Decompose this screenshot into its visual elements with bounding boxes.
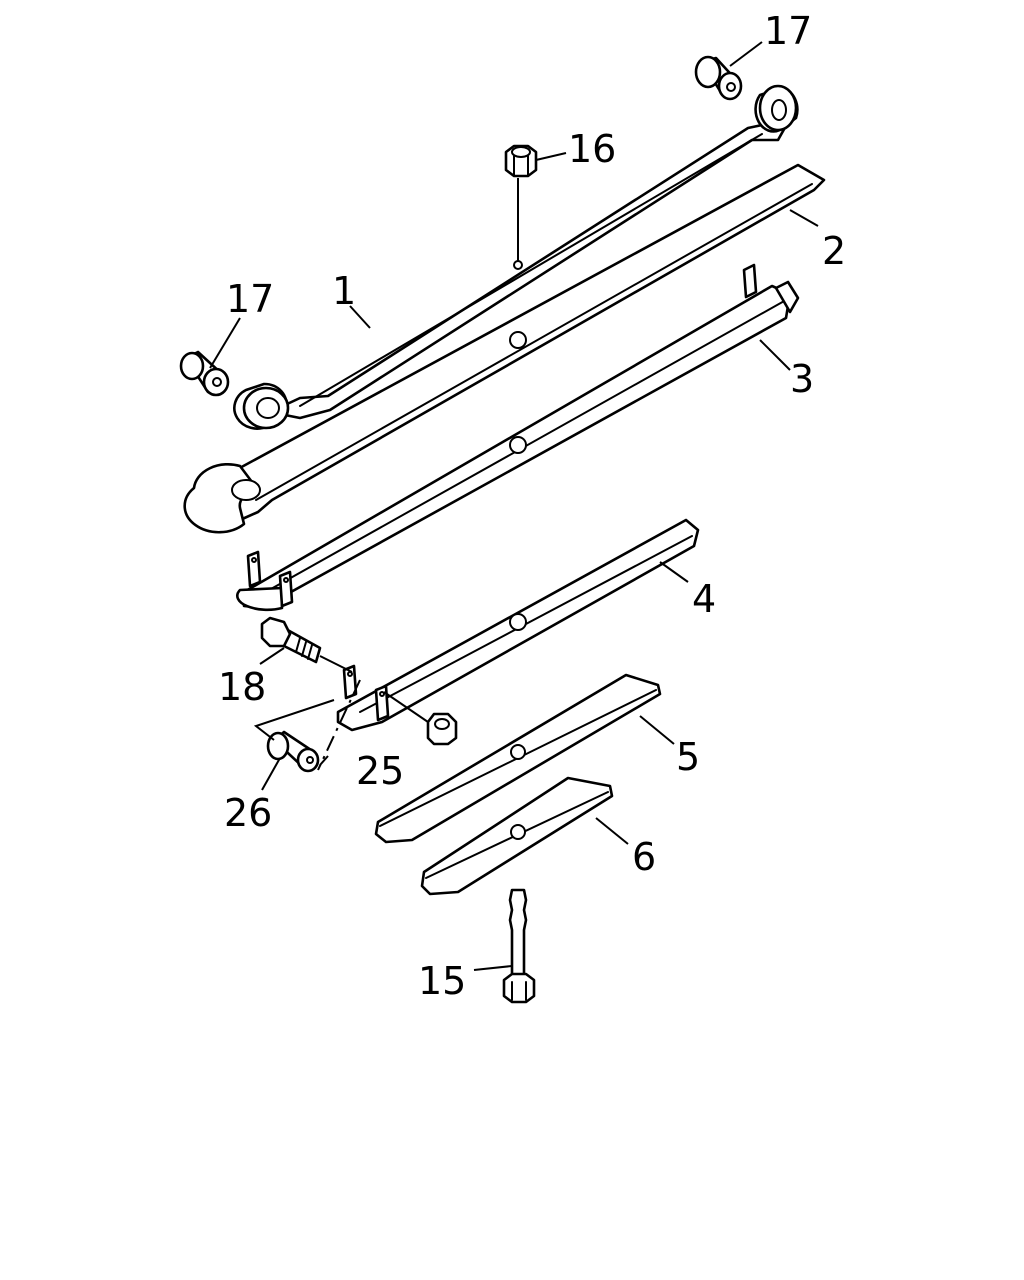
- callout-label-16: 16: [568, 127, 616, 171]
- callout-label-4: 4: [692, 577, 716, 621]
- leaf-2: [183, 163, 826, 534]
- leaf-5: [374, 673, 662, 844]
- callout-label-2: 2: [822, 229, 846, 273]
- clip-bolt-18: [260, 616, 353, 673]
- callout-label-25: 25: [356, 749, 404, 793]
- callout-label-26: 26: [224, 791, 272, 835]
- callout-labels: 17 16 2 17 1 3 4 18 25 5 26 6 15: [218, 9, 846, 1003]
- clip-nut-25: [383, 691, 458, 746]
- callout-label-17-rear: 17: [764, 9, 812, 53]
- leaf-3: [236, 263, 800, 612]
- leader-lines: [209, 41, 819, 971]
- clip-spacer-26: [253, 679, 361, 773]
- callout-label-15: 15: [418, 959, 466, 1003]
- leaf-4: [336, 518, 700, 732]
- leaf-6: [420, 776, 614, 896]
- callout-label-5: 5: [676, 735, 700, 779]
- leaf-1-main-leaf: [233, 84, 799, 430]
- callout-label-17-front: 17: [226, 277, 274, 321]
- bushing-front-17: [179, 350, 230, 397]
- bushing-rear-17: [694, 55, 743, 101]
- center-nut-16: [504, 144, 538, 262]
- callout-label-18: 18: [218, 665, 266, 709]
- center-bolt-15: [502, 888, 536, 1004]
- callout-label-6: 6: [632, 835, 656, 879]
- callout-label-1: 1: [332, 269, 356, 313]
- callout-label-3: 3: [790, 357, 814, 401]
